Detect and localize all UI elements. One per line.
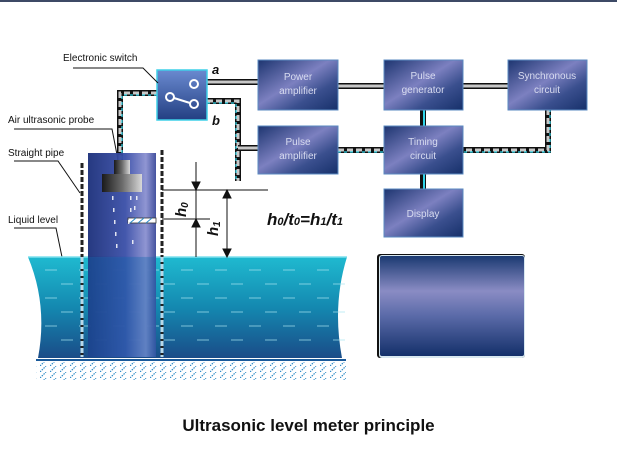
block-pulse-generator: Pulse generator [383, 59, 464, 111]
ultrasonic-wave-dots [112, 196, 138, 248]
tank-bottom [36, 359, 346, 380]
electronic-switch [156, 69, 208, 121]
block-pulse-amplifier-line1: Pulse [285, 137, 310, 148]
block-pulse-generator-line2: generator [402, 85, 445, 96]
block-pulse-generator-line1: Pulse [410, 71, 435, 82]
straight-pipe [80, 150, 164, 357]
block-synchronous-circuit-line2: circuit [534, 85, 560, 96]
leader-air-ultrasonic-probe [14, 128, 119, 161]
block-power-amplifier: Power amplifier [257, 59, 339, 111]
label-a: a [212, 62, 219, 77]
block-display-line1: Display [407, 209, 440, 220]
display-screen [377, 254, 525, 358]
label-air-ultrasonic-probe: Air ultrasonic probe [8, 115, 95, 126]
label-liquid-level: Liquid level [8, 215, 58, 226]
label-straight-pipe: Straight pipe [8, 148, 65, 159]
figure-caption: Ultrasonic level meter principle [182, 416, 435, 435]
block-pulse-amplifier-line2: amplifier [279, 151, 317, 162]
block-power-amplifier-line2: amplifier [279, 86, 317, 97]
wire-sync-to-timing [463, 109, 551, 153]
dimension-lines [162, 162, 268, 259]
block-pulse-amplifier: Pulse amplifier [257, 125, 339, 175]
wire-switch-to-probe [117, 90, 157, 165]
switch-icon [165, 79, 199, 109]
block-display: Display [383, 188, 464, 238]
block-synchronous-circuit: Synchronous circuit [507, 59, 588, 111]
block-synchronous-circuit-line1: Synchronous [518, 71, 576, 82]
label-h0: h0 [173, 202, 191, 217]
air-ultrasonic-probe [102, 160, 142, 248]
label-electronic-switch: Electronic switch [63, 53, 137, 64]
label-h1: h1 [205, 221, 223, 236]
wire-pulsegen-to-timing [420, 109, 426, 126]
block-timing-circuit: Timing circuit [383, 125, 464, 175]
leader-electronic-switch [73, 67, 159, 84]
wire-b [207, 98, 258, 181]
block-timing-circuit-line1: Timing [408, 137, 438, 148]
block-timing-circuit-line2: circuit [410, 151, 436, 162]
leader-liquid-level [14, 227, 63, 258]
block-power-amplifier-line1: Power [284, 72, 313, 83]
wire-timing-to-display [420, 174, 426, 189]
wire-pulseamp-to-timing [338, 147, 384, 153]
top-border [0, 0, 617, 2]
leader-straight-pipe [14, 160, 81, 194]
liquid-body [28, 256, 347, 358]
label-b: b [212, 113, 220, 128]
wire-group [117, 79, 551, 189]
formula: h0/t0=h1/t1 [267, 210, 343, 229]
